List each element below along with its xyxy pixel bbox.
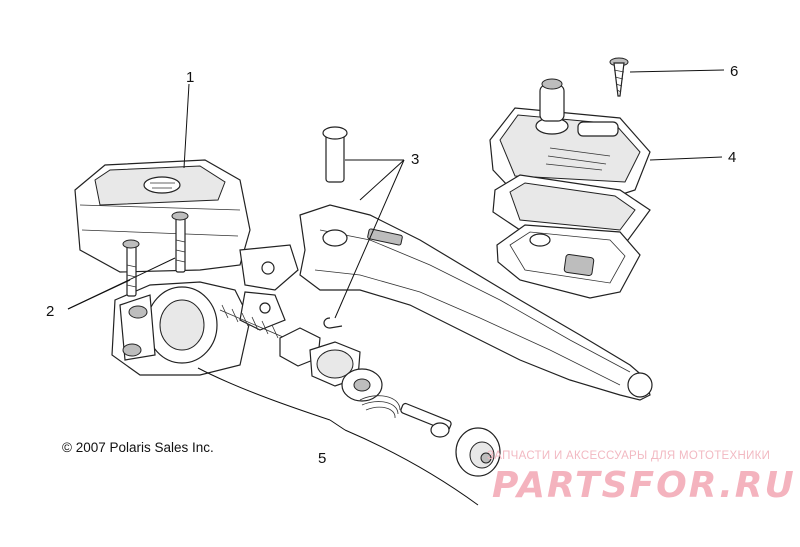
callout-6: 6 xyxy=(730,63,738,80)
watermark-logo: PARTSFOR.RU xyxy=(492,465,796,506)
screw-icon xyxy=(122,211,189,297)
copyright-notice: © 2007 Polaris Sales Inc. xyxy=(62,440,214,455)
callout-2: 2 xyxy=(46,303,54,320)
reservoir-cap-kit-icon xyxy=(489,78,651,299)
callout-3: 3 xyxy=(411,151,419,168)
callout-4: 4 xyxy=(728,149,736,166)
leader-lines xyxy=(67,69,725,319)
pivot-pin-and-lever-icon xyxy=(299,126,653,401)
watermark-tagline: ЗАПЧАСТИ И АКСЕССУАРЫ ДЛЯ МОТОТЕХНИКИ xyxy=(487,450,771,462)
callout-1: 1 xyxy=(186,69,194,86)
reservoir-body-icon xyxy=(74,159,299,376)
piston-kit-icon xyxy=(197,304,501,506)
callout-5: 5 xyxy=(318,450,326,467)
small-screw-icon xyxy=(609,57,629,97)
